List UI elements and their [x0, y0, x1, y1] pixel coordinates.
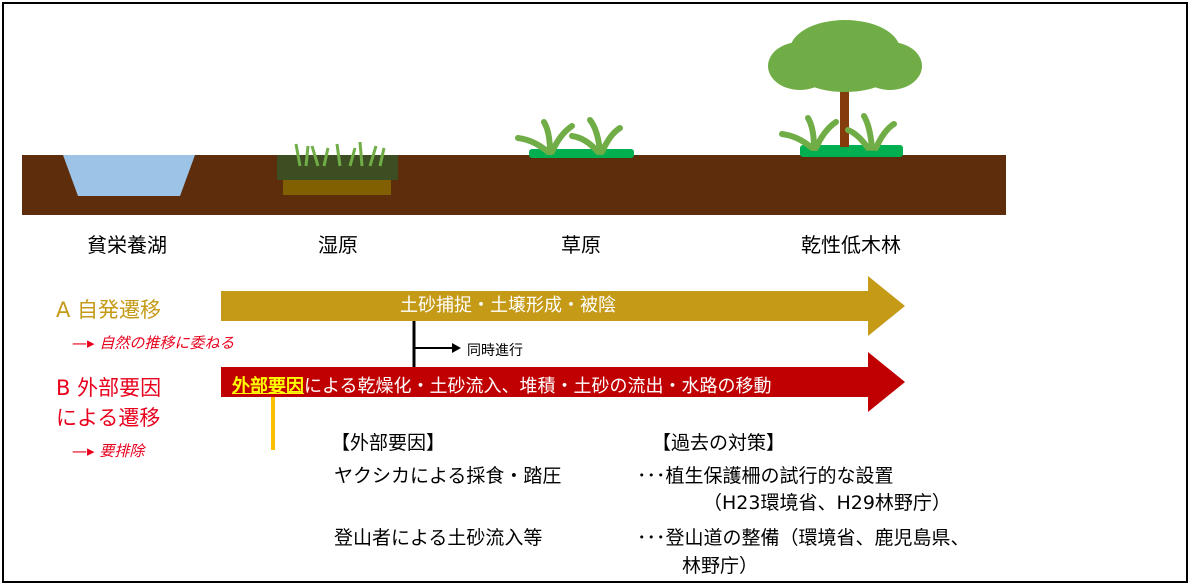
wetland-plants-icon	[277, 141, 398, 195]
factor-hikers: 登山者による土砂流入等	[334, 527, 543, 549]
category-b-label-line1: B 外部要因	[56, 376, 162, 400]
measure-trail: ･･･登山道の整備（環境省、鹿児島県、	[637, 527, 970, 549]
factors-header: 【外部要因】	[331, 432, 446, 454]
water-icon	[63, 155, 195, 196]
category-a-sub: —▸ 自然の推移に委ねる	[72, 334, 235, 352]
simultaneous-label: 同時進行	[467, 343, 523, 359]
category-b-label-line2: による遷移	[56, 406, 161, 430]
measure-trail-note: 林野庁）	[682, 555, 759, 577]
arrows-layer	[221, 276, 905, 450]
arrow-b-text: による乾燥化・土砂流入、堆積・土砂の流出・水路の移動	[304, 376, 772, 397]
factors-bracket	[271, 397, 275, 450]
category-a-label: A 自発遷移	[56, 298, 162, 322]
stage-label-oligotrophic-lake: 貧栄養湖	[87, 233, 167, 257]
measures-header: 【過去の対策】	[652, 432, 786, 454]
measure-fence-note: （H23環境省、H29林野庁）	[703, 492, 951, 514]
grass-icon	[515, 117, 634, 158]
arrow-a-label: 土砂捕捉・土壌形成・被陰	[400, 295, 616, 316]
arrow-right-icon: —▸	[72, 334, 100, 352]
category-b-sub: —▸ 要排除	[72, 442, 145, 460]
stage-label-grassland: 草原	[561, 233, 601, 257]
factor-deer: ヤクシカによる採食・踏圧	[334, 465, 562, 487]
stage-label-dry-shrub-forest: 乾性低木林	[801, 233, 901, 257]
succession-illustration	[22, 20, 1006, 215]
arrow-a-shape	[221, 276, 905, 336]
simultaneous-connector	[412, 321, 461, 367]
stage-label-wetland: 湿原	[318, 233, 358, 257]
tree-icon	[768, 20, 922, 157]
measure-fence: ･･･植生保護柵の試行的な設置	[637, 465, 894, 487]
arrow-b-label: 外部要因による乾燥化・土砂流入、堆積・土砂の流出・水路の移動	[232, 372, 771, 398]
arrow-right-icon: —▸	[72, 442, 100, 460]
external-factor-highlight: 外部要因	[232, 376, 304, 397]
arrow-b-shape	[221, 352, 905, 412]
